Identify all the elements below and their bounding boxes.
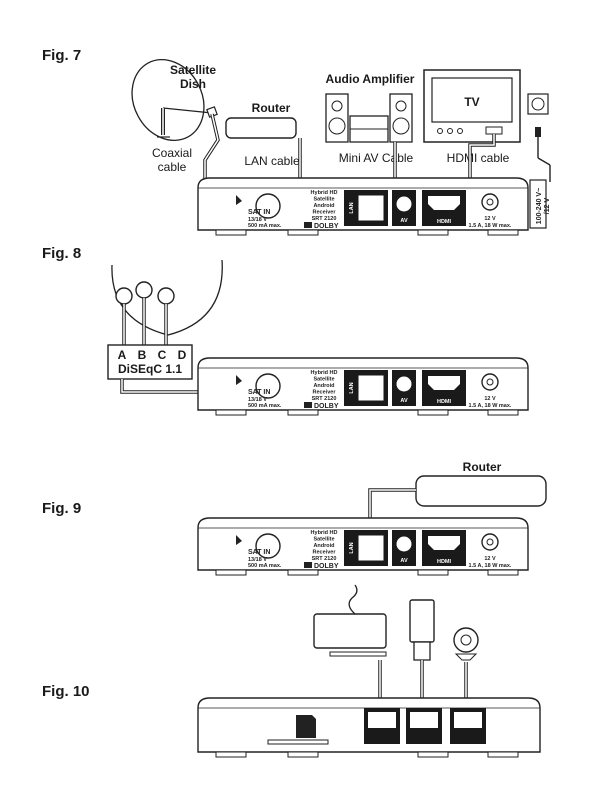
- keyboard-icon: [313, 584, 387, 657]
- power-label: 100-240 V~/12 V: [536, 188, 551, 224]
- sat-spec-2: 500 mA max.: [248, 563, 282, 569]
- dolby-label: DOLBY: [314, 403, 339, 410]
- diseqc-port-b: B: [138, 348, 147, 362]
- router-label: Router: [252, 101, 291, 115]
- dolby-label: DOLBY: [314, 563, 339, 570]
- dc-spec-1: 12 V: [484, 216, 496, 222]
- dolby-icon: [304, 402, 312, 408]
- amplifier-label: Audio Amplifier: [326, 72, 415, 86]
- av-label: AV: [400, 398, 408, 404]
- fig7-label: Fig. 7: [42, 47, 82, 64]
- router-label-fig9: Router: [463, 460, 502, 474]
- webcam-icon: [453, 627, 479, 661]
- dolby-icon: [304, 222, 312, 228]
- lan-label: LAN: [349, 542, 355, 553]
- sat-spec-1: 13/18 V: [248, 557, 267, 563]
- dolby-label: DOLBY: [314, 223, 339, 230]
- dc-spec-2: 1.5 A, 18 W max.: [469, 403, 512, 409]
- av-label: AV: [400, 218, 408, 224]
- lan-label: LAN: [349, 202, 355, 213]
- fig10-label: Fig. 10: [42, 683, 90, 700]
- lan-cable-label: LAN cable: [244, 154, 300, 168]
- diseqc-port-d: D: [178, 348, 187, 362]
- router-icon: [225, 117, 297, 139]
- sat-spec-1: 13/18 V: [248, 397, 267, 403]
- sat-spec-1: 13/18 V: [248, 217, 267, 223]
- dc-spec-1: 12 V: [484, 556, 496, 562]
- lnb-group-icon: [115, 281, 175, 345]
- audio-amplifier-icon: [325, 93, 413, 143]
- satellite-dish-icon: [131, 58, 218, 142]
- usb-port-3-icon[interactable]: [450, 708, 486, 744]
- tv-icon: [423, 69, 521, 143]
- sat-spec-2: 500 mA max.: [248, 223, 282, 229]
- dc-spec-2: 1.5 A, 18 W max.: [469, 563, 512, 569]
- av-label: AV: [400, 558, 408, 564]
- diseqc-port-c: C: [158, 348, 167, 362]
- usb-port-1-icon[interactable]: [364, 708, 400, 744]
- sat-spec-2: 500 mA max.: [248, 403, 282, 409]
- fig9-label: Fig. 9: [42, 500, 82, 517]
- tv-label: TV: [464, 95, 479, 109]
- hdmi-label: HDMI: [437, 219, 452, 225]
- sat-in-label: SAT IN: [248, 549, 270, 556]
- dc-spec-1: 12 V: [484, 396, 496, 402]
- dolby-icon: [304, 562, 312, 568]
- sat-in-label: SAT IN: [248, 209, 270, 216]
- fig10-diagram: [197, 584, 541, 758]
- diseqc-label: DiSEqC 1.1: [118, 362, 182, 376]
- usb-port-2-icon[interactable]: [406, 708, 442, 744]
- diseqc-switch-icon: [107, 344, 193, 380]
- mini-av-label: Mini AV Cable: [339, 151, 414, 165]
- sat-in-label: SAT IN: [248, 389, 270, 396]
- usb-stick-icon: [409, 599, 435, 661]
- lan-label: LAN: [349, 382, 355, 393]
- hdmi-cable-label: HDMI cable: [447, 151, 510, 165]
- sd-card-icon: [267, 715, 329, 745]
- power-socket-icon: [527, 93, 551, 229]
- fig8-diagram: A B C D DiSEqC 1.1: [107, 259, 529, 416]
- receiver-fig10: [197, 697, 541, 758]
- dc-spec-2: 1.5 A, 18 W max.: [469, 223, 512, 229]
- hdmi-label: HDMI: [437, 399, 452, 405]
- diseqc-port-a: A: [118, 348, 127, 362]
- fig9-diagram: Router: [197, 460, 547, 576]
- router-icon-fig9: [415, 475, 547, 507]
- hdmi-label: HDMI: [437, 559, 452, 565]
- fig8-label: Fig. 8: [42, 245, 82, 262]
